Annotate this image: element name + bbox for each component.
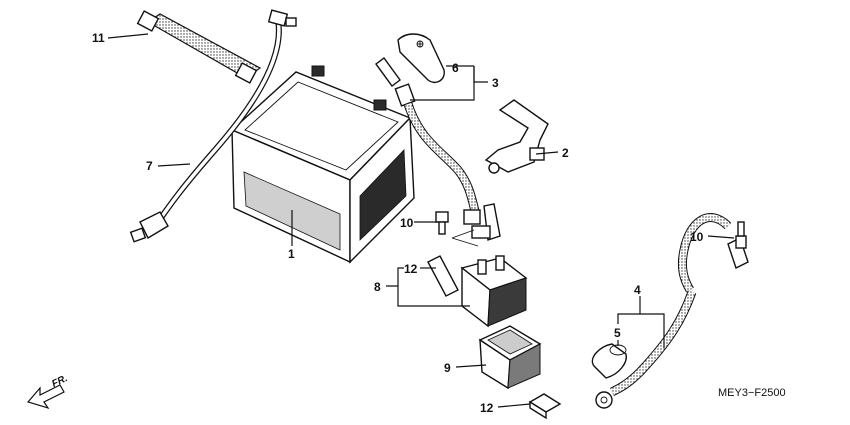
terminal-cover xyxy=(397,33,445,84)
front-direction-arrow: FR. xyxy=(26,373,69,410)
callout-9: 9 xyxy=(444,361,451,375)
starter-relay xyxy=(460,255,528,328)
bolt-right xyxy=(735,221,747,249)
leader-lines xyxy=(107,33,735,408)
diagram-code: MEY3−F2500 xyxy=(718,387,786,399)
callout-12-upper: 12 xyxy=(404,262,418,276)
bolt-upper xyxy=(435,211,449,235)
callout-2: 2 xyxy=(562,146,569,160)
bracket xyxy=(484,99,549,174)
callout-7: 7 xyxy=(146,159,153,173)
callout-11: 11 xyxy=(92,31,105,45)
positive-cable xyxy=(375,57,501,241)
callout-10-right: 10 xyxy=(690,230,704,244)
starter-terminal-cover xyxy=(591,343,627,379)
callouts: 11 7 1 6 3 2 10 12 8 9 12 4 5 10 xyxy=(92,31,704,415)
battery xyxy=(230,65,415,264)
callout-1: 1 xyxy=(288,247,295,261)
relay-boot xyxy=(478,325,542,390)
fuse-upper xyxy=(427,255,459,297)
callout-6: 6 xyxy=(452,61,459,75)
starter-cable xyxy=(595,213,749,409)
callout-3: 3 xyxy=(492,76,499,90)
callout-10-upper: 10 xyxy=(400,216,414,230)
callout-8: 8 xyxy=(374,280,381,294)
callout-12-lower: 12 xyxy=(480,401,494,415)
battery-strap xyxy=(136,10,262,84)
callout-5: 5 xyxy=(614,326,621,340)
callout-4: 4 xyxy=(634,283,641,297)
negative-cable xyxy=(129,9,297,243)
fuse-lower xyxy=(528,393,562,420)
direction-label: FR. xyxy=(50,373,69,390)
